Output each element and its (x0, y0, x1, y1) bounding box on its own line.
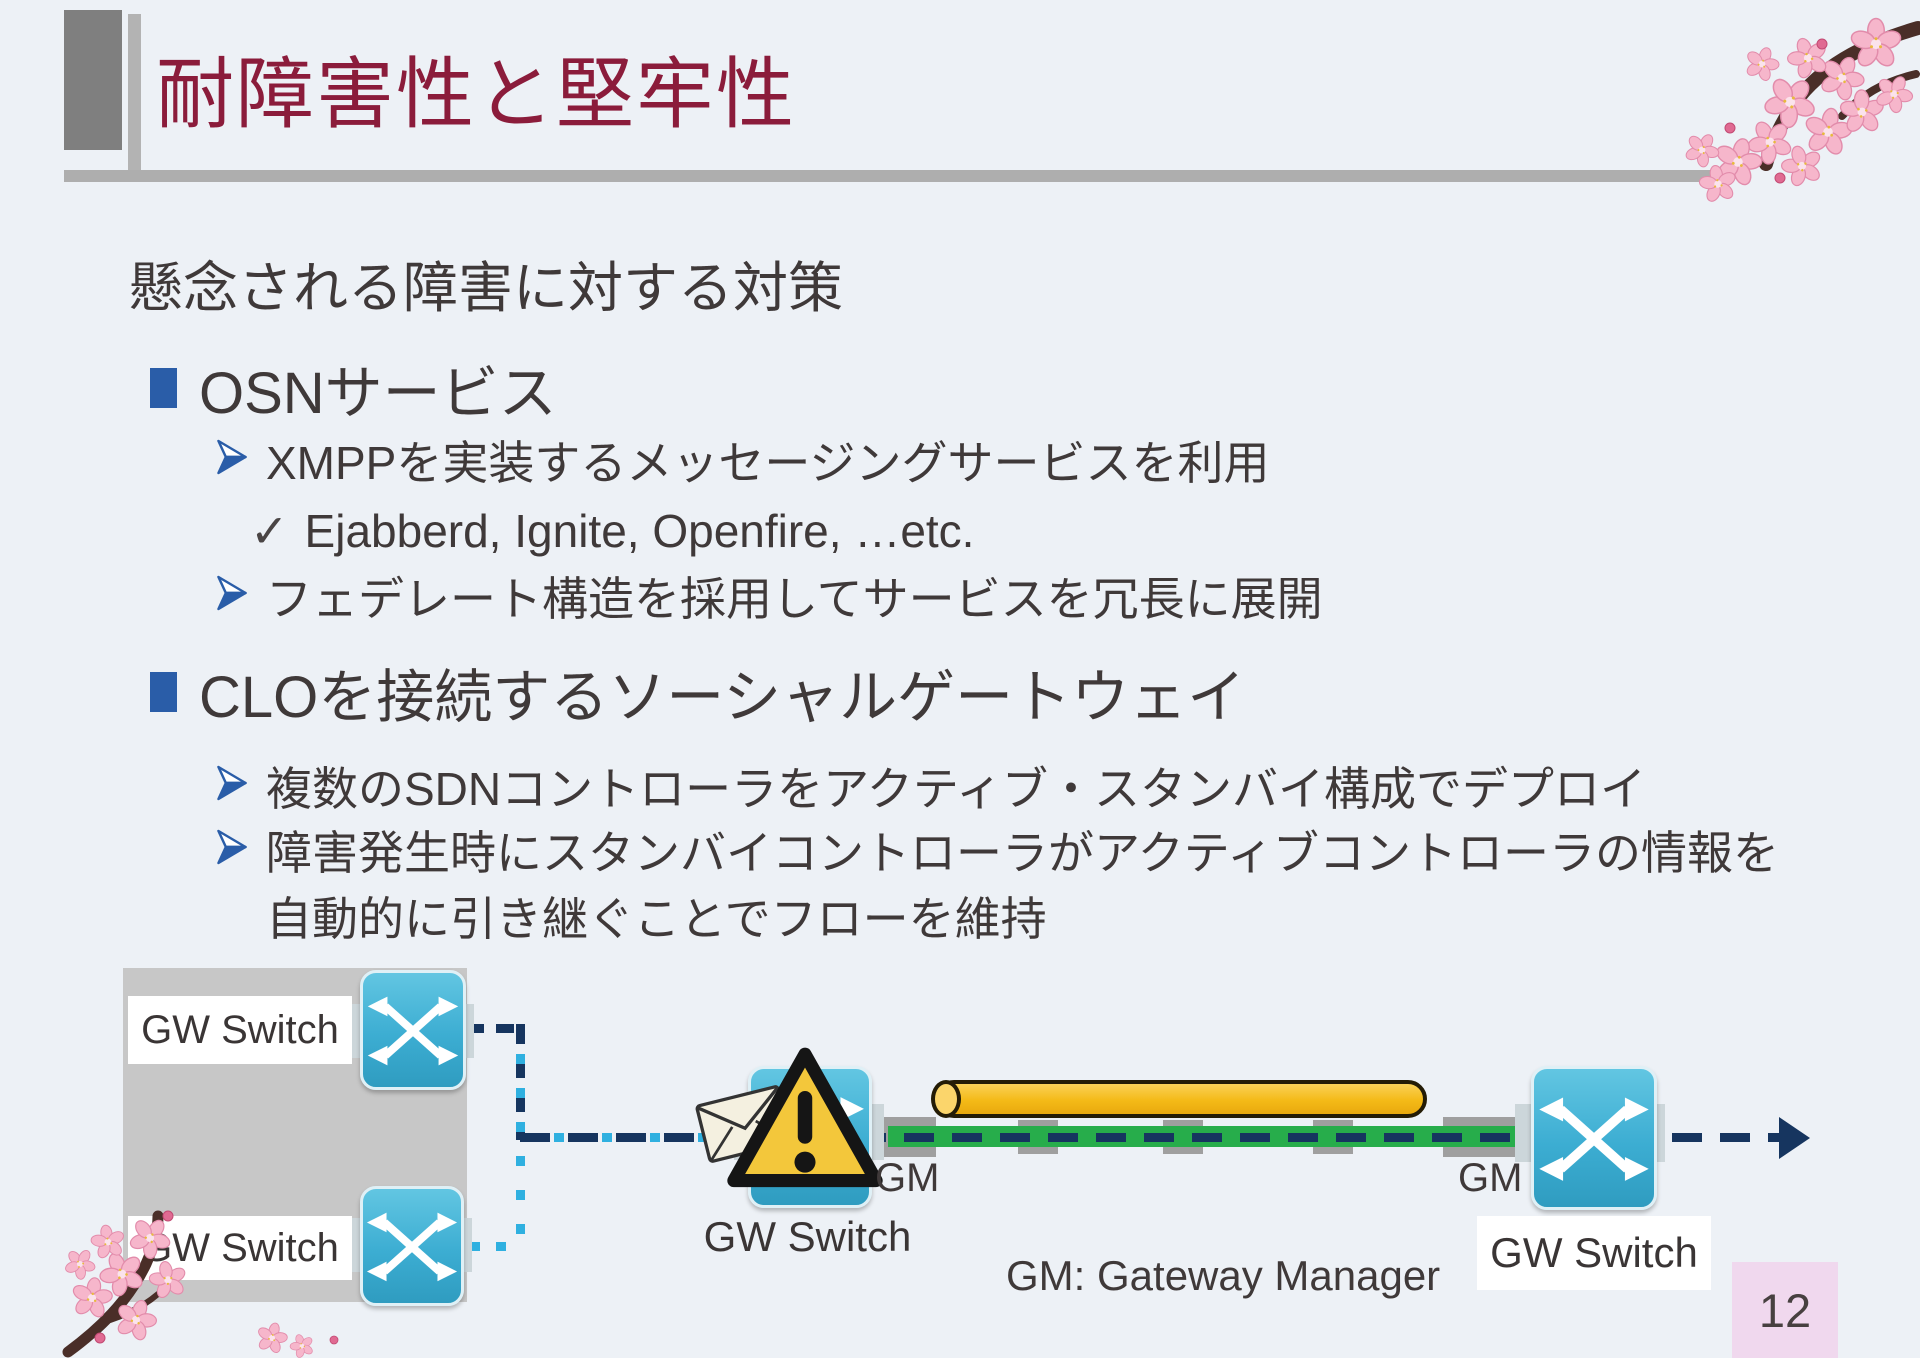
arrow-bullet-icon (217, 829, 247, 865)
bullet-item: フェデレート構造を採用してサービスを冗長に展開 (216, 566, 1323, 632)
header-accent-bar-light (128, 14, 141, 178)
header-accent-bar-dark (64, 10, 122, 150)
pipe-graphic (935, 1080, 1427, 1118)
check-item: ✓ Ejabberd, Ignite, Openfire, …etc. (250, 504, 974, 558)
cherry-blossom-bottom-left-icon (57, 1208, 339, 1358)
header-divider-line (64, 170, 1724, 182)
section-heading-clo: CLOを接続するソーシャルゲートウェイ (150, 650, 1245, 734)
bullet-text: 障害発生時にスタンバイコントローラがアクティブコントローラの情報を自動的に引き継… (266, 827, 1779, 946)
section-heading-text: CLOを接続するソーシャルゲートウェイ (199, 665, 1246, 730)
cherry-blossom-top-right-icon (1677, 17, 1920, 207)
gm-label: GM (875, 1156, 940, 1200)
arrow-bullet-icon (217, 765, 247, 801)
bullet-text: XMPPを実装するメッセージングサービスを利用 (266, 437, 1270, 489)
active-path-line (466, 1024, 524, 1033)
section-heading-text: OSNサービス (199, 361, 557, 426)
standby-path-line (520, 1133, 710, 1142)
bullet-item: 障害発生時にスタンバイコントローラがアクティブコントローラの情報を自動的に引き継… (216, 820, 1796, 952)
bullet-item: XMPPを実装するメッセージングサービスを利用 (216, 430, 1269, 496)
legend-text: GM: Gateway Manager (1006, 1252, 1441, 1299)
square-bullet-icon (150, 368, 177, 408)
switch-icon (1531, 1066, 1657, 1210)
bullet-text: フェデレート構造を採用してサービスを冗長に展開 (266, 573, 1323, 625)
gw-switch-label: GW Switch (1477, 1216, 1711, 1290)
flow-arrowhead-icon (1779, 1117, 1810, 1159)
gw-switch-label: GW Switch (128, 1216, 352, 1280)
square-bullet-icon (150, 672, 177, 712)
gw-switch-label: GW Switch (703, 1213, 912, 1260)
intro-text: 懸念される障害に対する対策 (128, 257, 844, 319)
check-icon: ✓ (250, 505, 289, 557)
bullet-text: 複数のSDNコントローラをアクティブ・スタンバイ構成でデプロイ (266, 763, 1647, 815)
section-heading-osn: OSNサービス (150, 346, 557, 430)
slide-title: 耐障害性と堅牢性 (156, 50, 797, 138)
page-number-badge: 12 (1732, 1262, 1838, 1358)
switch-icon (360, 970, 466, 1090)
pipe-cap (931, 1080, 961, 1118)
bullet-item: 複数のSDNコントローラをアクティブ・スタンバイ構成でデプロイ (216, 756, 1646, 822)
standby-path-line (470, 1242, 520, 1251)
gw-switch-label: GW Switch (128, 996, 352, 1064)
switch-icon (360, 1186, 464, 1306)
check-item-text: Ejabberd, Ignite, Openfire, …etc. (304, 505, 975, 557)
arrow-bullet-icon (217, 439, 247, 475)
active-path-line (520, 1133, 1780, 1142)
arrow-bullet-icon (217, 575, 247, 611)
page-number: 12 (1758, 1283, 1812, 1337)
warning-icon (727, 1047, 883, 1188)
gm-label: GM (1458, 1156, 1523, 1200)
